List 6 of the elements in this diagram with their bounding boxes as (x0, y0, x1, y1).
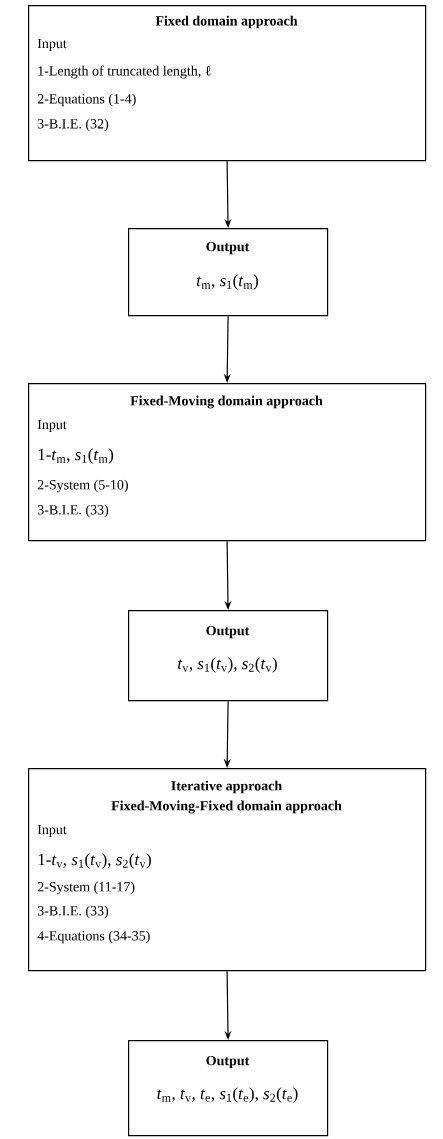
process-box: Output t$_{m}$, t$_{v}$, t$_{e}$, s$_{1}$(t$_{e}$), s$_{2}$(t$_{e}$) (128, 1040, 329, 1137)
process-box: Output t$_{m}$, s$_{1}$(t$_{m}$) (128, 228, 329, 317)
process-box: Fixed-Moving domain approach Input 1-t$_{m}$, s$_{1}$(t$_{m}$) 2-System (5-10) 3-B.I.E. (33) (28, 383, 427, 542)
process-box: Output t$_{v}$, s$_{1}$(t$_{v}$), s$_{2}$(t$_{v}$) (128, 610, 329, 702)
process-box: Iterative approach Fixed-Moving-Fixed domain approach Input 1-t$_{v}$, s$_{1}$(t$_{v}$), s$_{2}$(t$_{v}$) 2-System (11-17) 3-B.I.E. (33) 4-Equations (34-35) (28, 768, 427, 972)
process-box: Fixed domain approach Input 1-Length of truncated length, ℓ 2-Equations (1-4) 3-B.I.E. (32) (28, 5, 427, 162)
